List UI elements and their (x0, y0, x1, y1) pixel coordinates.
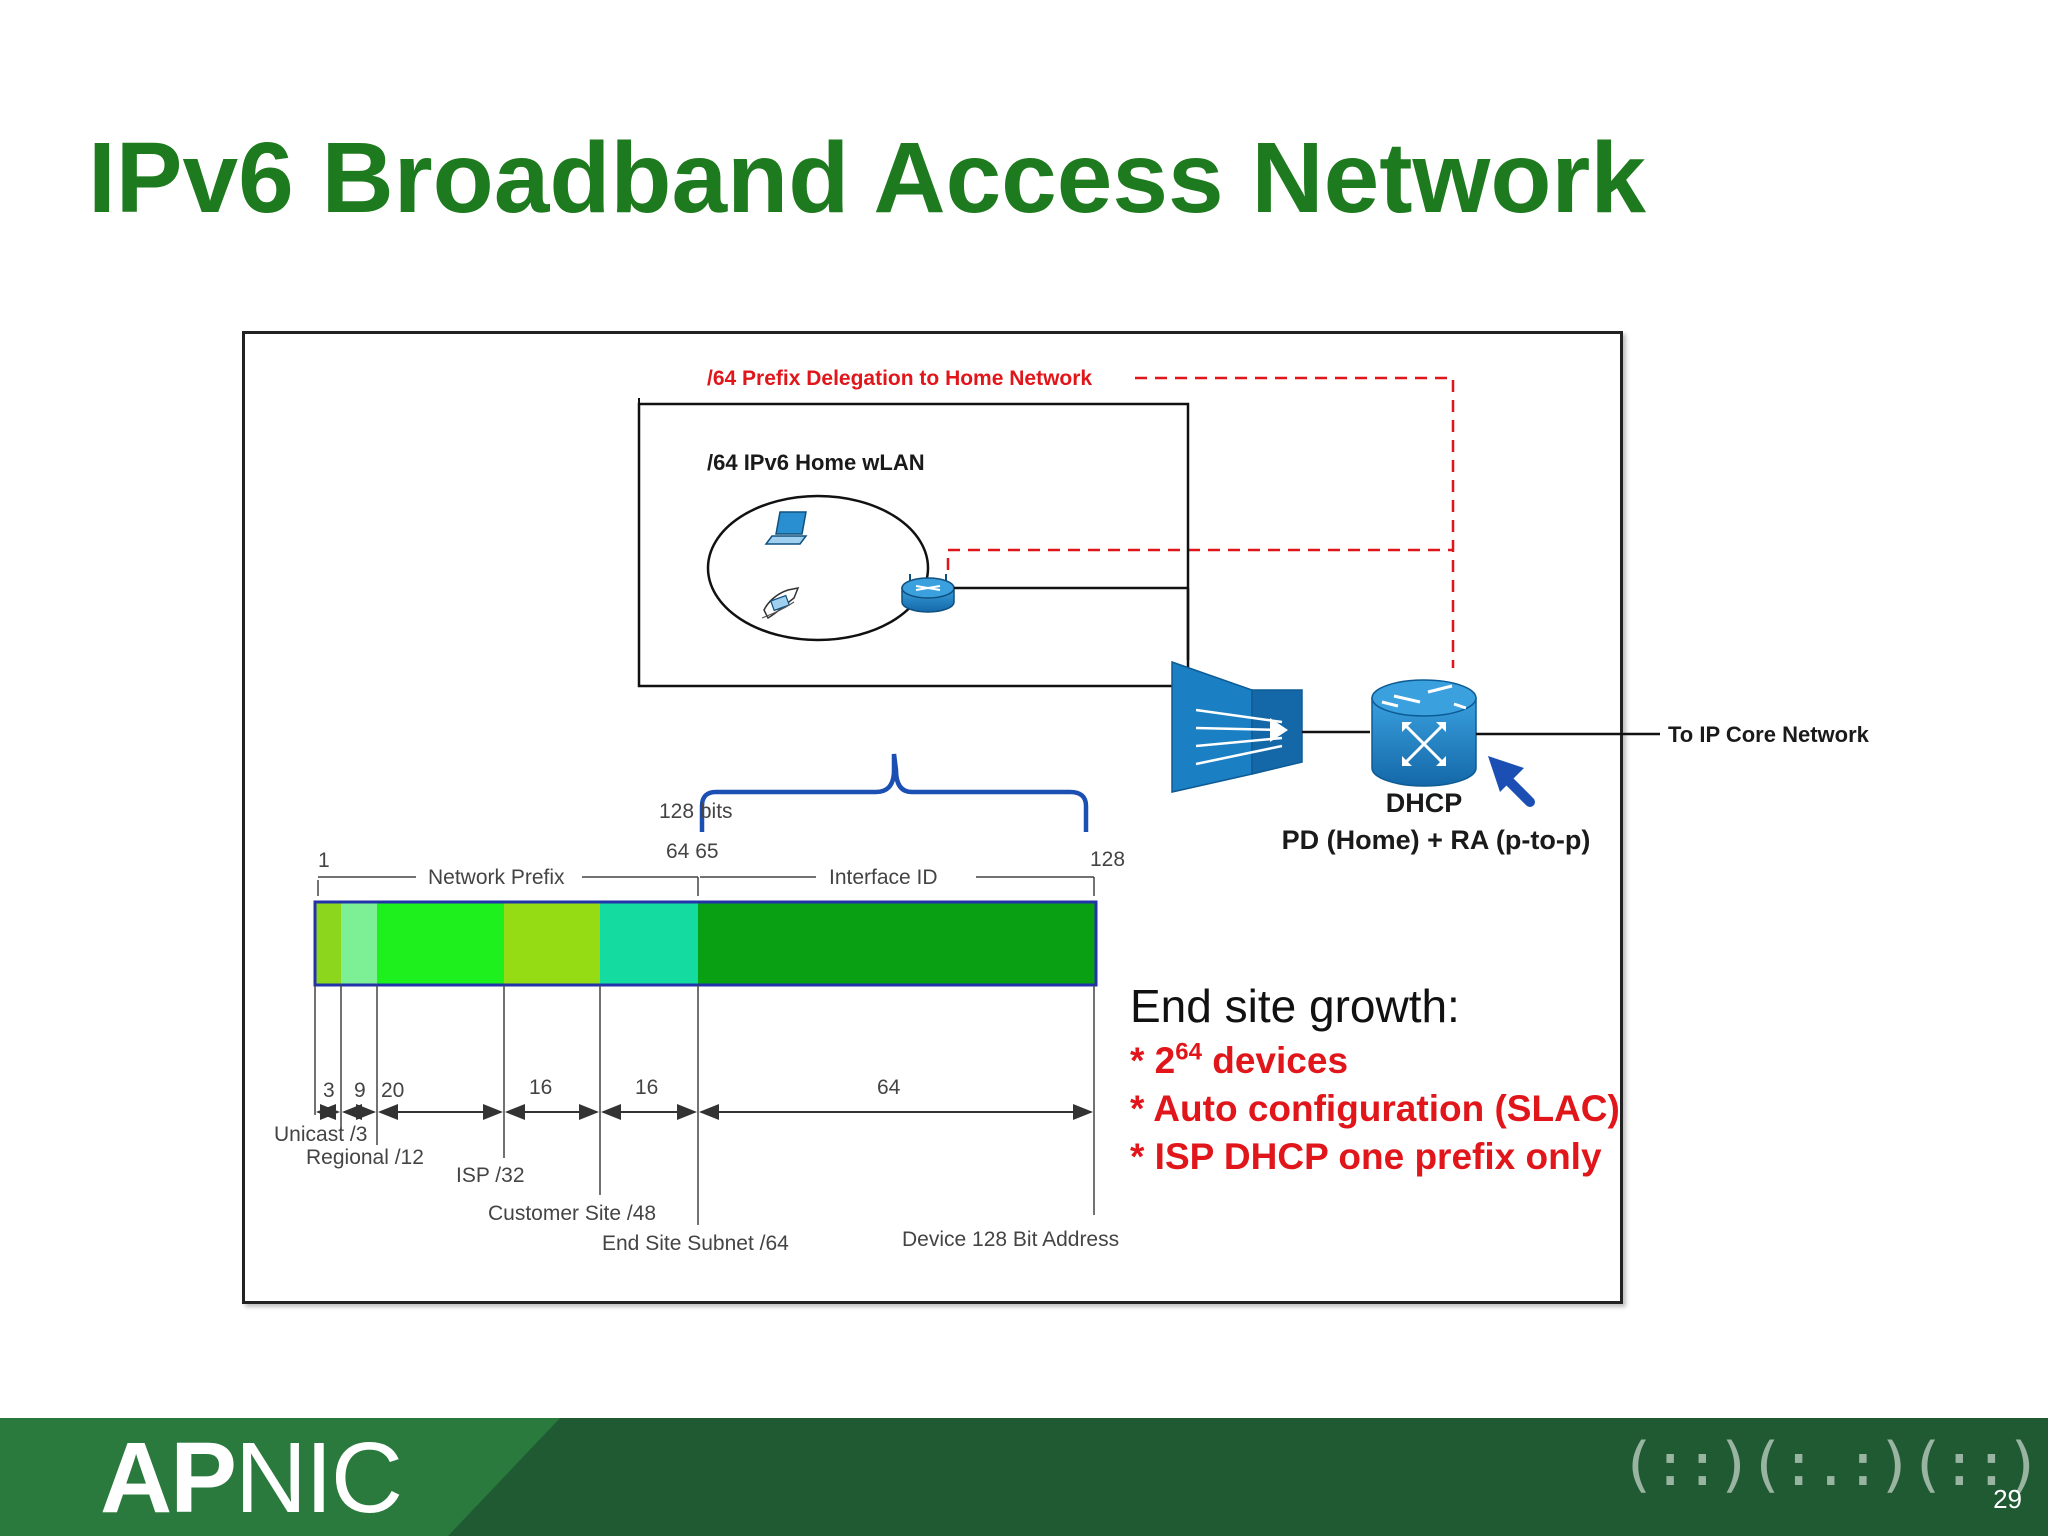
bits-interface: 64 (877, 1076, 901, 1099)
bits-subnet: 16 (635, 1076, 658, 1099)
growth-item-devices-prefix: * 2 (1130, 1039, 1176, 1081)
apnic-logo-rest: NIC (234, 1422, 403, 1534)
edge-router-icon (1371, 679, 1477, 787)
growth-item-devices: * 264 devices (1130, 1037, 1670, 1085)
scope-unicast: Unicast /3 (274, 1123, 367, 1146)
segment-interface (698, 902, 1096, 985)
bits-unicast: 3 (323, 1079, 335, 1102)
wlan-dashed-line (946, 548, 1453, 570)
segment-subnet (600, 902, 698, 985)
apnic-logo: APNIC (100, 1428, 403, 1528)
ipv6-watermark-icon: (::)(:.:)(::):(:) (1620, 1430, 2048, 1500)
dhcp-label: DHCP (1386, 788, 1463, 818)
scope-device: Device 128 Bit Address (902, 1228, 1119, 1251)
address-bar (313, 900, 1098, 987)
page-number: 29 (1993, 1484, 2022, 1514)
access-concentrator-icon (1171, 660, 1303, 793)
pos-start-label: 1 (318, 849, 330, 872)
segment-customer (504, 902, 600, 985)
pda-icon (761, 586, 800, 620)
bits-isp: 20 (381, 1079, 404, 1102)
pd-label: /64 Prefix Delegation to Home Network (707, 367, 1092, 390)
scope-regional: Regional /12 (306, 1146, 424, 1169)
home-lan-box (637, 402, 1190, 688)
bits-label: 128 bits (659, 800, 733, 823)
pd-dashed-line (1135, 376, 1455, 668)
wlan-ellipse (706, 494, 930, 642)
growth-item-devices-exponent: 64 (1175, 1038, 1202, 1066)
apnic-logo-bold: AP (100, 1422, 237, 1534)
dhcp-sub-label: PD (Home) + RA (p-to-p) (1282, 825, 1591, 855)
growth-heading: End site growth: (1130, 980, 1460, 1032)
growth-item-devices-suffix: devices (1201, 1039, 1349, 1081)
pos-end-label: 128 (1090, 848, 1125, 871)
pos-64-65-label: 64 65 (666, 840, 719, 863)
scope-isp: ISP /32 (456, 1164, 525, 1187)
interface-id-label: Interface ID (829, 866, 938, 889)
footer-bar: APNIC (::)(:.:)(::):(:) 29 (0, 1418, 2048, 1536)
scope-customer: Customer Site /48 (488, 1202, 656, 1225)
network-prefix-label: Network Prefix (428, 866, 565, 889)
growth-notes: End site growth: * 264 devices * Auto co… (1130, 980, 1670, 1181)
segment-dividers (314, 985, 1095, 1225)
bits-customer: 16 (529, 1076, 552, 1099)
pointer-arrow-icon (1488, 756, 1535, 807)
laptop-icon (764, 511, 808, 545)
bits-regional: 9 (354, 1079, 366, 1102)
growth-item-autoconfig: * Auto configuration (SLAC) (1130, 1087, 1620, 1129)
segment-unicast (315, 902, 341, 985)
growth-item-dhcp: * ISP DHCP one prefix only (1130, 1136, 1602, 1178)
core-network-label: To IP Core Network (1668, 722, 1870, 747)
scope-subnet: End Site Subnet /64 (602, 1232, 789, 1255)
segment-regional (341, 902, 377, 985)
segment-isp (377, 902, 504, 985)
home-lan-label: /64 IPv6 Home wLAN (707, 450, 925, 475)
wireless-router-icon (901, 574, 955, 613)
slide-title: IPv6 Broadband Access Network (88, 122, 1646, 234)
diagram-frame (242, 331, 1623, 1304)
interface-brace (699, 753, 1089, 832)
